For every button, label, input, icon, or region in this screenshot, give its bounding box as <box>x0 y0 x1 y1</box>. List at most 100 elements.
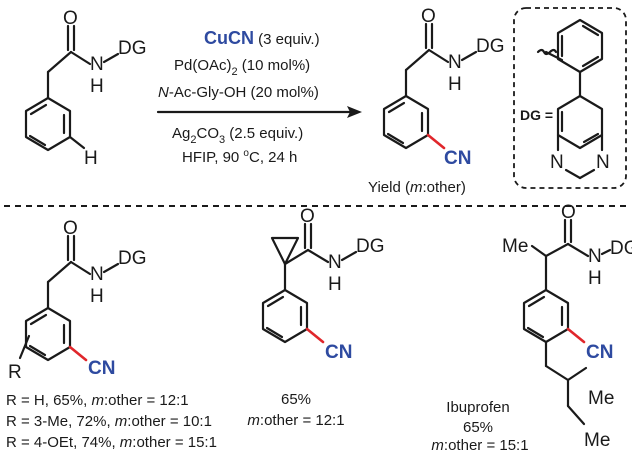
ibuprofen-ratio: m:other = 15:1 <box>431 437 528 451</box>
cyclopropane-ring <box>270 236 300 266</box>
methyl-label: Me <box>502 236 528 257</box>
bond <box>600 248 612 256</box>
nitrogen-atom: N <box>90 54 104 75</box>
nitrogen-atom: N <box>328 252 342 273</box>
bond <box>566 366 588 382</box>
bond <box>283 248 310 266</box>
dg-definition-box: N N DG = <box>513 7 627 189</box>
bond <box>69 260 92 276</box>
bond <box>265 326 284 339</box>
starting-material: O N H DG H <box>24 8 147 169</box>
bond <box>46 260 73 284</box>
reaction-conditions: CuCN (3 equiv.) Pd(OAc)2 (10 mol%) N-Ac-… <box>156 28 362 166</box>
bond <box>386 132 405 145</box>
n-mask <box>548 150 568 172</box>
example-product-1: O N H DG CN R R = H, 65%, m:other = 12:1… <box>6 218 217 451</box>
hydrogen-atom: H <box>84 148 98 169</box>
example-product-3-ibuprofen: Me O N H DG CN Me Me Ibuprofen 65% m:oth… <box>431 202 632 451</box>
directing-group-label: DG <box>610 238 632 259</box>
cyano-bond <box>566 327 586 344</box>
cyano-group: CN <box>88 358 115 379</box>
benzene-ring <box>382 94 430 150</box>
bond <box>387 101 406 114</box>
methyl-label: Me <box>584 430 610 451</box>
pyrimidine-nitrogen: N <box>550 152 564 173</box>
nitrogen-atom: N <box>588 246 602 267</box>
bond <box>544 242 570 258</box>
directing-group-label: DG <box>356 236 385 257</box>
nitrogen-atom: N <box>448 52 462 73</box>
nitrogen-atom: N <box>90 264 104 285</box>
bond <box>28 344 47 357</box>
directing-group-label: DG <box>118 38 147 59</box>
bond <box>102 262 120 274</box>
directing-group-label: DG <box>118 248 147 269</box>
bond <box>530 244 548 258</box>
r-group-label: R <box>8 362 22 383</box>
cyano-group: CN <box>444 148 471 169</box>
example-product-2: O N H DG CN 65% m:other = 12:1 <box>247 206 384 429</box>
n-mask <box>594 150 614 172</box>
bond <box>29 313 48 326</box>
yield-label: Yield (m:other) <box>368 179 466 196</box>
bond <box>306 248 330 264</box>
benzene-ring <box>24 96 72 152</box>
directing-group-label: DG <box>476 36 505 57</box>
attachment-wavy-bond <box>536 48 558 56</box>
bond <box>28 134 47 147</box>
cyano-group: CN <box>325 342 352 363</box>
cyano-bond <box>68 345 88 362</box>
conditions-line: HFIP, 90 oC, 24 h <box>182 148 297 166</box>
hydrogen-atom: H <box>588 268 602 289</box>
bond <box>566 404 586 426</box>
ibuprofen-yield: 65% <box>463 419 493 436</box>
bond <box>581 24 600 37</box>
bond <box>460 50 478 62</box>
example-1-result-line: R = 3-Me, 72%, m:other = 10:1 <box>6 413 212 430</box>
example-1-result-line: R = H, 65%, m:other = 12:1 <box>6 392 189 409</box>
dashed-box <box>513 7 627 189</box>
example-2-ratio: m:other = 12:1 <box>247 412 344 429</box>
bond <box>404 48 431 72</box>
bond <box>69 50 92 66</box>
phenyl-ring <box>556 18 604 74</box>
pyrimidine-ring <box>556 94 604 150</box>
benzene-ring <box>261 288 309 344</box>
hydrogen-atom: H <box>448 74 462 95</box>
benzene-ring <box>24 306 72 362</box>
bond <box>564 168 582 180</box>
bond <box>566 242 590 258</box>
bond <box>582 132 600 144</box>
bond <box>340 250 358 262</box>
bond <box>544 364 570 382</box>
ibuprofen-name: Ibuprofen <box>446 399 509 416</box>
hydrogen-atom: H <box>90 76 104 97</box>
ligand-line: N-Ac-Gly-OH (20 mol%) <box>158 84 319 101</box>
oxygen-atom: O <box>421 6 436 27</box>
oxygen-atom: O <box>561 202 576 223</box>
oxygen-atom: O <box>63 8 78 29</box>
hydrogen-atom: H <box>90 286 104 307</box>
r-substituent-bond <box>18 334 31 360</box>
example-2-yield: 65% <box>281 391 311 408</box>
bond <box>29 103 48 116</box>
oxidant-line: Ag2CO3 (2.5 equiv.) <box>172 125 303 146</box>
oxygen-atom: O <box>300 206 315 227</box>
bond <box>578 168 596 180</box>
methyl-label: Me <box>588 388 614 409</box>
bond <box>427 48 450 64</box>
bond <box>46 50 73 74</box>
oxygen-atom: O <box>63 218 78 239</box>
example-1-result-line: R = 4-OEt, 74%, m:other = 15:1 <box>6 434 217 451</box>
product-main: O N H DG CN Yield (m:other) <box>368 6 505 196</box>
hydrogen-atom: H <box>328 274 342 295</box>
cyano-bond <box>305 327 325 344</box>
bond <box>526 326 545 339</box>
bond <box>527 295 546 308</box>
dg-equals-label: DG = <box>520 107 553 123</box>
arrow-head <box>347 106 362 118</box>
pyrimidine-nitrogen: N <box>596 152 610 173</box>
reagent-line: CuCN (3 equiv.) <box>204 28 320 48</box>
cyano-bond <box>426 133 446 150</box>
